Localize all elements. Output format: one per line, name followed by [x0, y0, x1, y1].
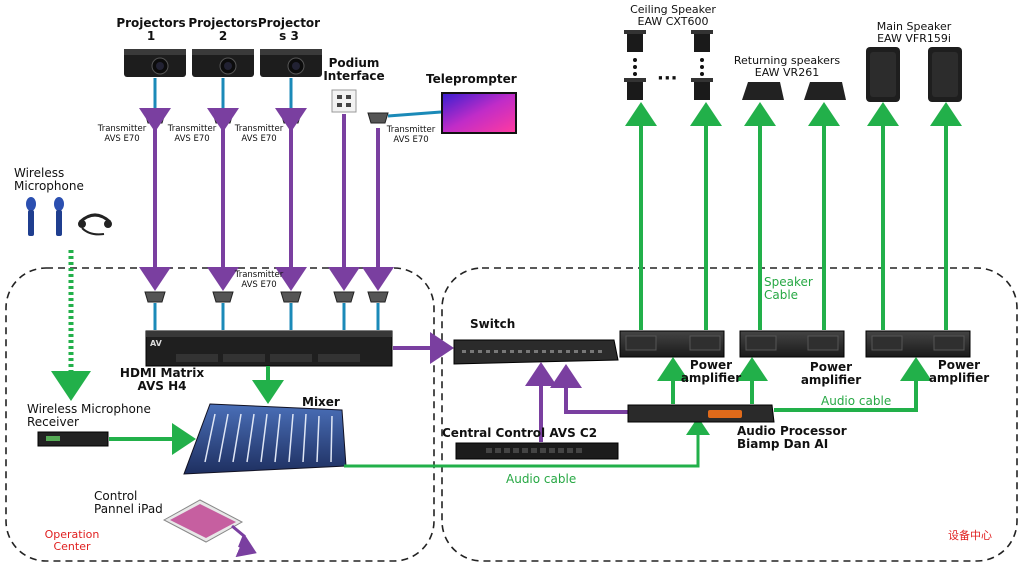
hdmi-matrix-device: AV: [145, 330, 393, 367]
audio-link-amp3: [774, 357, 932, 412]
teleprompter-screen: [441, 92, 517, 134]
transmitter-top-1: [144, 112, 166, 124]
transmitter-top-3: [280, 112, 302, 124]
ceiling-speaker-bottom-2: [691, 78, 713, 100]
handheld-mic-1: [26, 197, 36, 236]
power-amplifier-2: [739, 330, 845, 358]
power-amplifier-1: [619, 330, 725, 358]
ceiling-speaker-dots: [633, 58, 704, 76]
label-audio-cable-right: Audio cable: [821, 394, 892, 408]
wireless-receiver-device: [37, 431, 109, 447]
main-speaker-2: [928, 47, 962, 102]
main-speaker-1: [866, 47, 900, 102]
label-equipment-center: 设备中心: [948, 529, 992, 542]
audio-cable-mixer-processor: [344, 417, 710, 468]
label-mixer: Mixer: [302, 395, 340, 409]
returning-speaker-1: [742, 82, 784, 100]
ceiling-speaker-bottom-1: [624, 78, 646, 100]
label-teleprompter: Teleprompter: [426, 72, 517, 86]
transmitter-low-1: [144, 291, 166, 303]
transmitter-top-2: [212, 112, 234, 124]
ceiling-speaker-top-2: [691, 30, 713, 52]
transmitter-top-4: [367, 112, 389, 124]
power-amplifier-3: [865, 330, 971, 358]
transmitter-low-5: [367, 291, 389, 303]
ipad-wireless-link: [231, 524, 257, 558]
transmitter-low-4: [333, 291, 355, 303]
equipment-center-region: [441, 267, 1018, 562]
headset-mic: [78, 213, 112, 236]
label-ellipsis: ···: [657, 68, 678, 89]
projector-1: [124, 49, 186, 77]
label-audio-cable-bottom: Audio cable: [506, 472, 577, 486]
control-ipad: [162, 499, 244, 543]
audio-processor-device: [627, 404, 775, 423]
podium-interface-plate: [331, 89, 357, 113]
link-processor-switch: [550, 364, 630, 414]
mixer-device: [183, 403, 347, 475]
returning-speaker-2: [804, 82, 846, 100]
transmitter-low-2: [212, 291, 234, 303]
label-central-control: Central Control AVS C2: [442, 426, 598, 440]
svg-text:AV: AV: [150, 339, 163, 348]
network-switch: [453, 339, 619, 365]
label-switch: Switch: [470, 317, 516, 331]
ceiling-speaker-top-1: [624, 30, 646, 52]
projector-2: [192, 49, 254, 77]
cable-teleprompter: [387, 110, 442, 118]
handheld-mic-2: [54, 197, 64, 236]
projector-3: [260, 49, 322, 77]
transmitter-low-3: [280, 291, 302, 303]
central-control-device: [455, 442, 619, 460]
